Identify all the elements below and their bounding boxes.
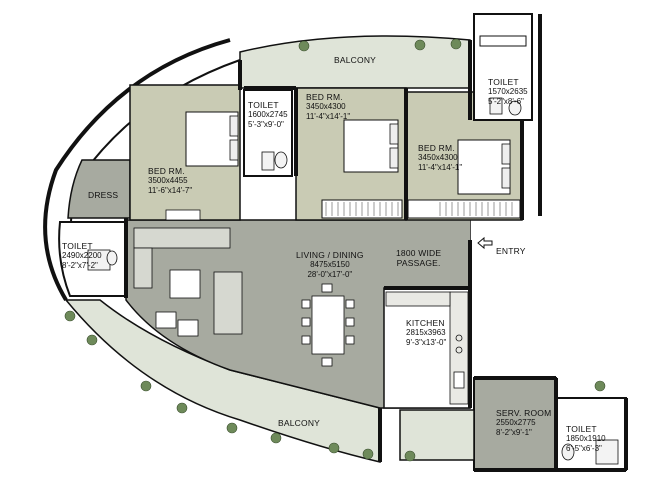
toilet-top-right-label: TOILET 1570x2635 5'-2"x8'-6" bbox=[488, 77, 528, 106]
entry-label: ENTRY bbox=[496, 246, 526, 256]
entry-arrow-icon bbox=[477, 236, 493, 250]
outer-facade-curve bbox=[43, 38, 231, 302]
toilet-left-label: TOILET 2490x2200 8'-2"x7'-2" bbox=[62, 241, 102, 270]
bed-left bbox=[185, 111, 239, 167]
bed-left-label: BED RM. 3500x4455 11'-6"x14'-7" bbox=[148, 166, 193, 195]
passage-label: 1800 WIDE PASSAGE. bbox=[396, 248, 442, 268]
plant-pots bbox=[64, 38, 606, 462]
wardrobe-hatching bbox=[325, 202, 513, 216]
balcony-top-area bbox=[239, 35, 471, 89]
balcony-top-label: BALCONY bbox=[334, 55, 377, 65]
bed-right-label: BED RM. 3450x4300 11'-4"x14'-1" bbox=[418, 143, 463, 172]
living-dining-label: LIVING / DINING 8475x5150 28'-0"x17'-0" bbox=[296, 250, 364, 279]
toilet-fixtures bbox=[87, 97, 619, 465]
serv-room-label: SERV. ROOM 2550x2775 8'-2"x9'-1" bbox=[496, 408, 552, 437]
bed-right bbox=[457, 139, 511, 195]
kitchen-counters bbox=[385, 291, 469, 405]
walls bbox=[124, 14, 628, 472]
toilet-top-right-area bbox=[473, 13, 533, 121]
toilet-bottom-right-label: TOILET 1850x1910 6'-5"x6'-3" bbox=[566, 424, 606, 453]
dining-table bbox=[301, 283, 355, 367]
dress-label: DRESS bbox=[88, 190, 119, 200]
passage-area bbox=[380, 220, 470, 280]
bed-middle bbox=[343, 119, 399, 173]
living-furniture bbox=[133, 209, 243, 337]
bed-middle-label: BED RM. 3450x4300 11'-4"x14'-1" bbox=[306, 92, 351, 121]
balcony-bottom-label: BALCONY bbox=[278, 418, 321, 428]
kitchen-label: KITCHEN 2815x3963 9'-3"x13'-0" bbox=[406, 318, 447, 347]
toilet-center-label: TOILET 1600x2745 5'-3"x9'-0" bbox=[248, 100, 288, 129]
dress-area bbox=[67, 159, 131, 219]
